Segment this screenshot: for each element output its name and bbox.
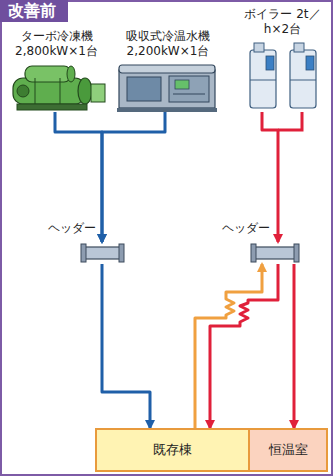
boiler-pair: ボイラー 2t／h×2台: [240, 40, 325, 112]
panel-title: 改善前: [8, 1, 56, 22]
orange-pipe: [195, 264, 262, 428]
boiler-stub-pipe: [278, 112, 302, 130]
header-right: ヘッダー: [250, 242, 300, 264]
building-label: 恒温室: [269, 441, 308, 459]
absorption-chiller: 吸収式冷温水機 2,200kW×1台: [113, 62, 223, 112]
turbo-chiller: ターボ冷凍機 2,800kW×1台: [5, 62, 108, 112]
absorption-chiller-illustration: [113, 62, 223, 112]
equipment-label: ボイラー 2t／h×2台: [243, 7, 323, 37]
existing-building: 既存棟: [95, 428, 250, 472]
blue-pipe: [102, 112, 165, 242]
header-left: ヘッダー: [80, 242, 125, 264]
constant-temp-room: 恒温室: [250, 428, 328, 472]
building-label: 既存棟: [153, 441, 192, 459]
blue-pipe: [102, 264, 150, 428]
header-left-illustration: [80, 242, 125, 264]
header-label: ヘッダー: [222, 221, 270, 236]
header-label: ヘッダー: [48, 221, 96, 236]
red-pipe: [210, 264, 278, 428]
header-right-illustration: [250, 242, 300, 264]
red-pipe: [293, 264, 296, 428]
equipment-label: ターボ冷凍機 2,800kW×1台: [5, 29, 109, 59]
boiler-pair-illustration: [240, 40, 325, 112]
equipment-label: 吸収式冷温水機 2,200kW×1台: [113, 29, 223, 59]
turbo-chiller-illustration: [5, 62, 108, 112]
title-bar: 改善前: [0, 0, 68, 22]
